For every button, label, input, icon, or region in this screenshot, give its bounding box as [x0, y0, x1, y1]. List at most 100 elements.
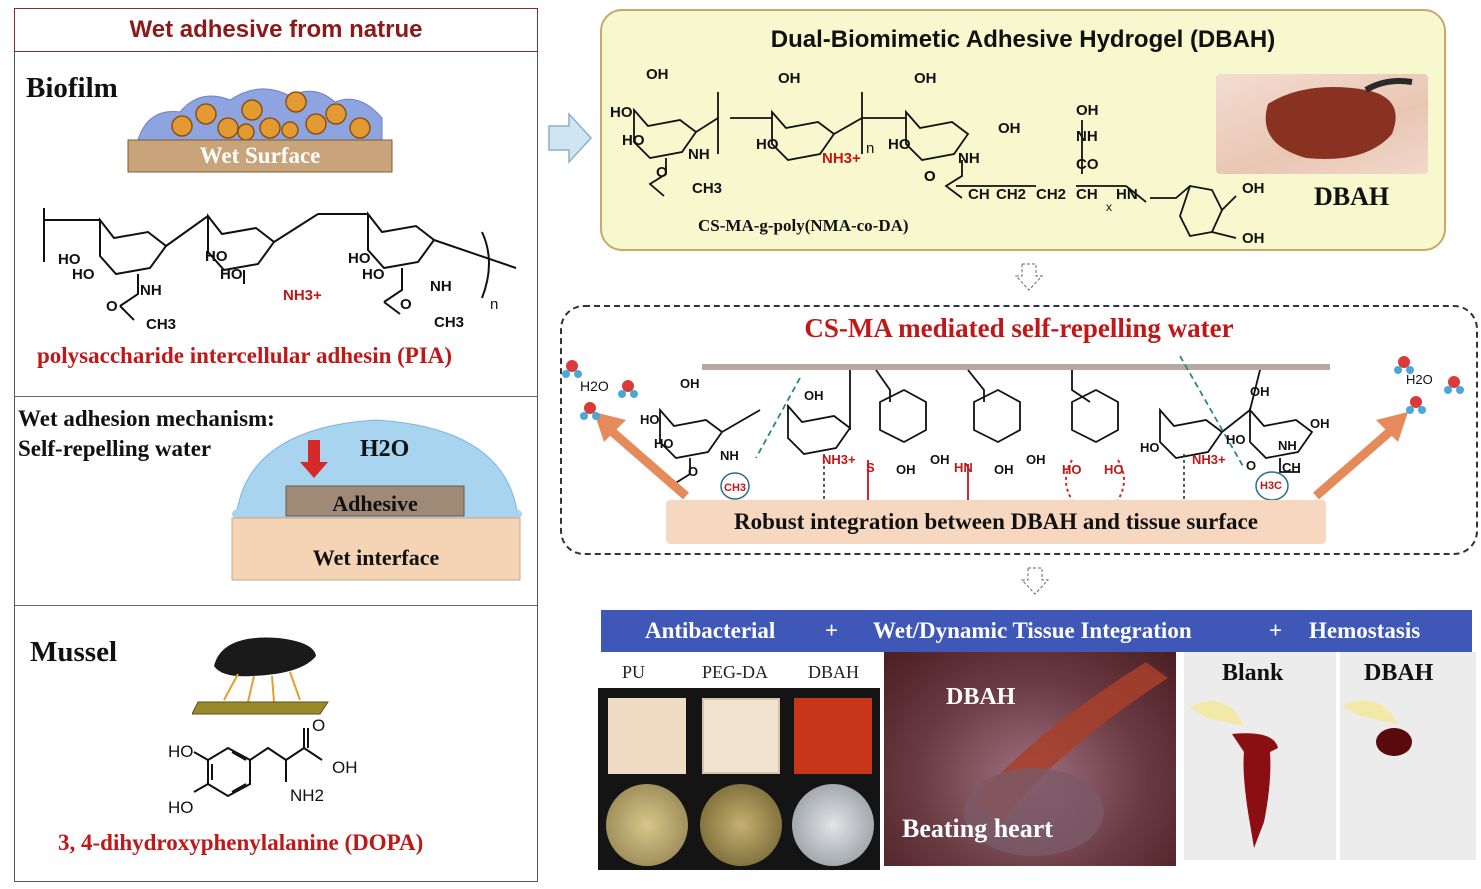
dbah-oh-2: OH [778, 70, 801, 87]
heart-dbah-label: DBAH [946, 684, 1016, 710]
dopa-oh: OH [332, 758, 358, 777]
dopa-o: O [312, 716, 326, 735]
mid-oh-1: OH [680, 376, 700, 391]
polymer-label: CS-MA-g-poly(NMA-co-DA) [698, 216, 909, 235]
mid-oh-8: OH [1310, 416, 1330, 431]
dbah-ch-2: CH [1076, 186, 1098, 203]
dbah-film [794, 698, 872, 774]
pegda-film [702, 698, 780, 774]
dbah-title: Dual-Biomimetic Adhesive Hydrogel (DBAH) [770, 26, 1276, 53]
dbah-oh-4: OH [998, 120, 1021, 137]
antibacterial-photo [598, 688, 880, 870]
banner-plus-2: + [1269, 618, 1283, 643]
dbah-structure [633, 92, 1147, 203]
pia-ho-1: HO [58, 251, 81, 268]
wet-surface-label: Wet Surface [199, 143, 321, 168]
dbah-co: CO [1076, 156, 1099, 173]
mid-ho-4: HO [1104, 462, 1124, 477]
mid-nh-2: NH [1278, 438, 1297, 453]
beating-heart-label: Beating heart [902, 814, 1053, 843]
ch3-circle-left [720, 472, 750, 500]
mid-ch: CH [1282, 460, 1301, 475]
pia-nh-2: NH [430, 278, 452, 295]
mid-ho-1: HO [640, 412, 660, 427]
dbah-ho-1: HO [610, 104, 633, 121]
dbah-nh3: NH3+ [822, 150, 861, 167]
dbah-hemostasis-label: DBAH [1364, 660, 1434, 686]
dbah-o-1: O [656, 164, 668, 181]
blank-bleeding [1190, 700, 1278, 848]
dbah-photo [1216, 74, 1428, 174]
dbah-o-3: O [924, 168, 936, 185]
pia-n: n [490, 296, 499, 313]
water-molecules-right [1394, 356, 1464, 414]
droplet-edge-right [502, 508, 522, 520]
mid-s: S [866, 460, 875, 475]
mussel-title: Mussel [30, 636, 117, 668]
mid-o-1: O [688, 464, 699, 479]
mussel-illustration [192, 637, 329, 715]
blank-hemostasis-photo [1184, 652, 1336, 860]
dbah-oh-3: OH [914, 70, 937, 87]
adhesive-block [285, 485, 465, 517]
blank-label: Blank [1222, 660, 1284, 686]
banner-antibacterial: Antibacterial [645, 618, 776, 643]
biofilm-title: Biofilm [26, 72, 118, 104]
water-label-right: H2O [1406, 372, 1433, 387]
dbah-oh-7: OH [1242, 230, 1265, 247]
dopa-structure [193, 728, 323, 798]
mid-oh-6: OH [1026, 452, 1046, 467]
mid-nh-1: NH [720, 448, 739, 463]
mechanism-title-2: Self-repelling water [18, 436, 212, 461]
dbah-oh-5: OH [1076, 102, 1099, 119]
pia-ch3-2: CH3 [434, 314, 465, 331]
divider-2 [14, 605, 538, 606]
mid-ch3: CH3 [724, 482, 747, 494]
dbah-ho-4: HO [888, 136, 911, 153]
dbah-hemostasis-photo [1340, 652, 1476, 860]
adhesive-label: Adhesive [332, 491, 418, 516]
bacteria-cells [171, 91, 371, 141]
pia-structure [43, 208, 517, 321]
pia-o-1: O [106, 298, 118, 315]
integration-bar: Robust integration between DBAH and tiss… [666, 500, 1326, 544]
pia-nh3: NH3+ [283, 287, 322, 304]
biofilm-illustration [127, 88, 393, 173]
mechanism-dashed-box [560, 305, 1478, 555]
dashed-down-arrow-1 [1014, 263, 1044, 291]
pia-ho-3: HO [205, 248, 228, 265]
catechol-ring [1150, 184, 1237, 239]
label-pu: PU [622, 662, 646, 682]
heart-adhesive-strip [964, 662, 1168, 856]
dopa-caption: 3, 4-dihydroxyphenylalanine (DOPA) [58, 830, 424, 855]
dbah-ch2-2: CH2 [1036, 186, 1067, 203]
pu-dish [606, 784, 688, 866]
results-banner: Antibacterial + Wet/Dynamic Tissue Integ… [601, 610, 1472, 652]
h3c-circle-right [1255, 471, 1289, 500]
water-molecules-left [562, 360, 638, 420]
dbah-dish [792, 784, 874, 866]
dbah-x: x [1106, 200, 1112, 214]
mid-oh-4: OH [930, 452, 950, 467]
dbah-nh-1: NH [688, 146, 710, 163]
wet-surface-block [127, 139, 393, 173]
mid-hn: HN [954, 460, 973, 475]
water-label-left: H2O [580, 378, 609, 394]
mid-h3c: H3C [1260, 480, 1283, 492]
flow-arrow-right [548, 112, 593, 164]
mid-ho-2: HO [654, 436, 674, 451]
dbah-ch3-1: CH3 [692, 180, 723, 197]
pegda-dish [700, 784, 782, 866]
mussel-substrate [192, 701, 329, 715]
mid-ho-6: HO [1226, 432, 1246, 447]
mid-o-2: O [1246, 458, 1257, 473]
dopa-ho-2: HO [168, 798, 194, 817]
dbah-bleeding [1342, 700, 1412, 756]
red-down-arrow [300, 440, 328, 478]
mid-nh3-1: NH3+ [822, 452, 856, 467]
pia-ch3-1: CH3 [146, 316, 177, 333]
orange-arrow-left [594, 412, 689, 500]
mid-oh-2: OH [804, 388, 824, 403]
mechanism-title-1: Wet adhesion mechanism: [18, 406, 275, 431]
mussel-shell [214, 637, 316, 677]
